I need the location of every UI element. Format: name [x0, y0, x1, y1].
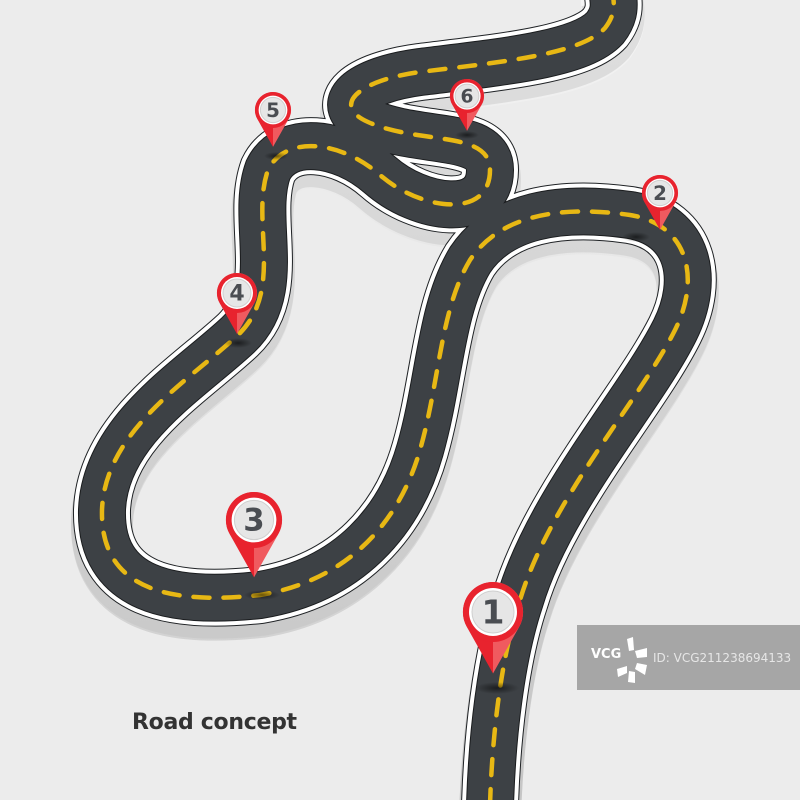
pin-number: 4 [229, 282, 244, 307]
watermark-banner: VCG ID: VCG211238694133 [577, 625, 800, 690]
pin-number: 1 [482, 592, 505, 631]
pin-shadows [224, 131, 650, 694]
caption-title: Road concept [132, 710, 297, 735]
watermark-logo-text: VCG [591, 647, 622, 662]
map-pins: 1 2 3 4 5 6 [216, 78, 679, 674]
pin-number: 2 [653, 182, 667, 205]
map-pin-5: 5 [254, 91, 292, 147]
pin-number: 3 [243, 503, 264, 539]
map-pin-3: 3 [225, 491, 283, 578]
map-pin-1: 1 [462, 581, 524, 674]
map-pin-2: 2 [641, 174, 679, 230]
map-pin-6: 6 [449, 78, 485, 131]
map-pin-4: 4 [216, 272, 258, 334]
vcg-logo-icon: VCG [577, 625, 657, 690]
watermark-id: ID: VCG211238694133 [653, 650, 792, 665]
pin-number: 5 [266, 99, 280, 122]
pin-number: 6 [460, 86, 473, 107]
